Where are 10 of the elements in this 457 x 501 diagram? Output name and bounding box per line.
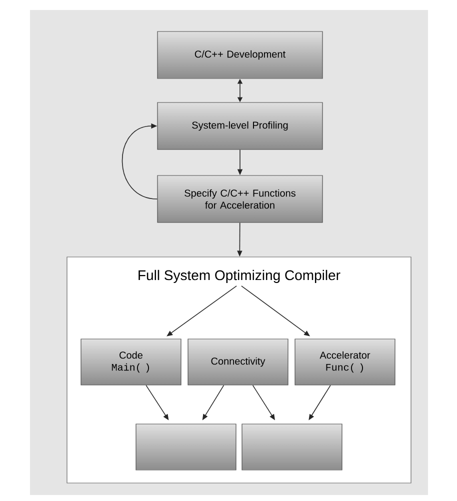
process-box: Code Main( ) bbox=[80, 338, 182, 386]
process-box: C/C++ Development bbox=[157, 31, 323, 79]
process-box bbox=[242, 424, 342, 470]
arrow bbox=[122, 123, 158, 200]
arrow bbox=[166, 286, 237, 336]
process-box: Specify C/C++ Functions for Acceleration bbox=[157, 175, 323, 223]
process-box bbox=[136, 424, 236, 470]
process-box: Connectivity bbox=[188, 338, 288, 386]
process-box: Accelerator Func( ) bbox=[294, 338, 396, 386]
process-box: System-level Profiling bbox=[157, 102, 323, 150]
